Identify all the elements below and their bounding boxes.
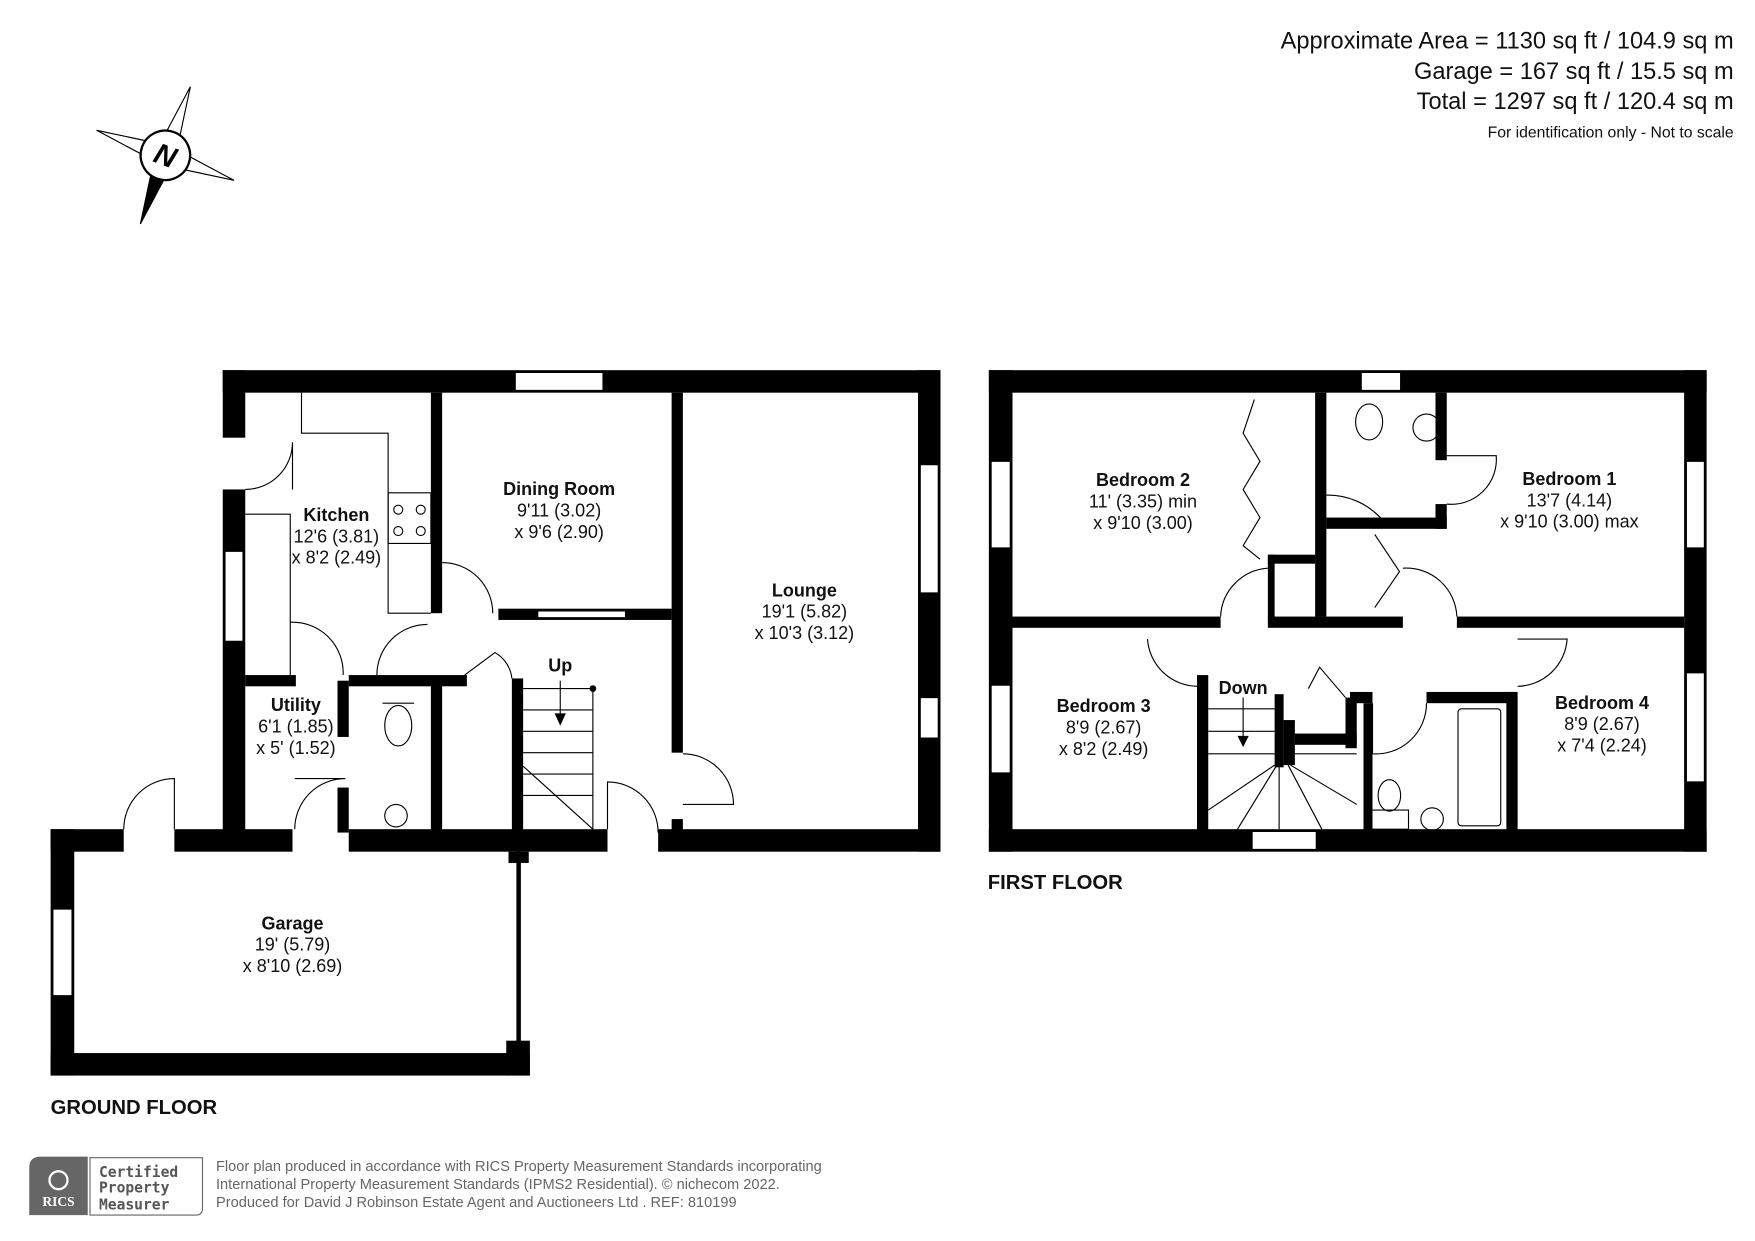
- room-dimension: 13'7 (4.14): [1527, 490, 1613, 510]
- rics-badge: RICS Certified Property Measurer: [29, 1156, 204, 1216]
- room-name: Dining Room: [503, 479, 615, 499]
- room-bedroom-2: Bedroom 2 11' (3.35) min x 9'10 (3.00): [1089, 470, 1197, 533]
- room-name: Bedroom 4: [1555, 693, 1649, 713]
- footer-line: International Property Measurement Stand…: [216, 1177, 780, 1193]
- room-dimension: x 10'3 (3.12): [755, 623, 855, 643]
- stairs-down-label: Down: [1219, 678, 1268, 698]
- room-bedroom-1: Bedroom 1 13'7 (4.14) x 9'10 (3.00) max: [1500, 469, 1639, 532]
- footer-line: Floor plan produced in accordance with R…: [216, 1159, 822, 1175]
- room-name: Lounge: [772, 580, 837, 600]
- stairs-up: Up: [522, 656, 597, 830]
- room-dimension: x 8'10 (2.69): [243, 956, 342, 976]
- rics-logo-text: RICS: [42, 1194, 74, 1209]
- badge-line: Certified: [99, 1164, 178, 1181]
- badge-line: Measurer: [99, 1196, 170, 1213]
- area-summary: Approximate Area = 1130 sq ft / 104.9 sq…: [1281, 28, 1734, 141]
- room-garage: Garage 19' (5.79) x 8'10 (2.69): [243, 913, 342, 976]
- room-name: Bedroom 1: [1522, 469, 1616, 489]
- room-kitchen: Kitchen 12'6 (3.81) x 8'2 (2.49): [292, 505, 381, 568]
- room-name: Bedroom 2: [1096, 470, 1190, 490]
- room-dimension: x 9'6 (2.90): [514, 522, 603, 542]
- room-dimension: 19' (5.79): [255, 935, 330, 955]
- room-bedroom-4: Bedroom 4 8'9 (2.67) x 7'4 (2.24): [1555, 693, 1649, 756]
- room-lounge: Lounge 19'1 (5.82) x 10'3 (3.12): [755, 580, 855, 643]
- approximate-area: Approximate Area = 1130 sq ft / 104.9 sq…: [1281, 28, 1734, 54]
- room-dimension: 8'9 (2.67): [1066, 718, 1141, 738]
- first-floor-title: FIRST FLOOR: [988, 872, 1123, 894]
- room-dimension: x 8'2 (2.49): [292, 548, 381, 568]
- stairs-down: Down: [1207, 678, 1358, 830]
- badge-line: Property: [99, 1180, 170, 1197]
- ground-floor-title: GROUND FLOOR: [51, 1097, 218, 1119]
- stairs-up-label: Up: [548, 656, 572, 676]
- total-area: Total = 1297 sq ft / 120.4 sq m: [1417, 89, 1734, 115]
- room-dimension: 9'11 (3.02): [517, 500, 601, 520]
- room-dimension: 19'1 (5.82): [762, 602, 848, 622]
- garage-area: Garage = 167 sq ft / 15.5 sq m: [1414, 59, 1734, 85]
- room-dimension: x 9'10 (3.00): [1093, 513, 1193, 533]
- room-dimension: 6'1 (1.85): [258, 716, 333, 736]
- footer-line: Produced for David J Robinson Estate Age…: [216, 1195, 737, 1211]
- room-bedroom-3: Bedroom 3 8'9 (2.67) x 8'2 (2.49): [1057, 696, 1151, 759]
- room-dimension: 11' (3.35) min: [1089, 491, 1197, 511]
- north-arrow-icon: N: [96, 86, 235, 225]
- room-name: Garage: [261, 913, 323, 933]
- room-name: Utility: [271, 695, 321, 715]
- room-dimension: x 8'2 (2.49): [1059, 739, 1148, 759]
- first-floor-plan: Down Bedroom 2 11' (3.35) min x 9'10 (3.…: [988, 370, 1707, 894]
- scale-note: For identification only - Not to scale: [1488, 124, 1734, 141]
- room-utility: Utility 6'1 (1.85) x 5' (1.52): [256, 695, 335, 758]
- room-dimension: x 5' (1.52): [256, 738, 335, 758]
- room-dining-room: Dining Room 9'11 (3.02) x 9'6 (2.90): [503, 479, 615, 542]
- room-name: Kitchen: [303, 505, 369, 525]
- room-dimension: 12'6 (3.81): [294, 526, 380, 546]
- ground-floor-plan: Up Kitchen 12'6 (3.81) x 8'2 (2.49) Dini…: [50, 370, 941, 1119]
- room-dimension: 8'9 (2.67): [1564, 714, 1639, 734]
- rics-lion-icon: [48, 1170, 69, 1191]
- room-dimension: x 7'4 (2.24): [1557, 736, 1646, 756]
- room-name: Bedroom 3: [1057, 696, 1151, 716]
- footer-text: Floor plan produced in accordance with R…: [216, 1159, 822, 1211]
- room-dimension: x 9'10 (3.00) max: [1500, 512, 1639, 532]
